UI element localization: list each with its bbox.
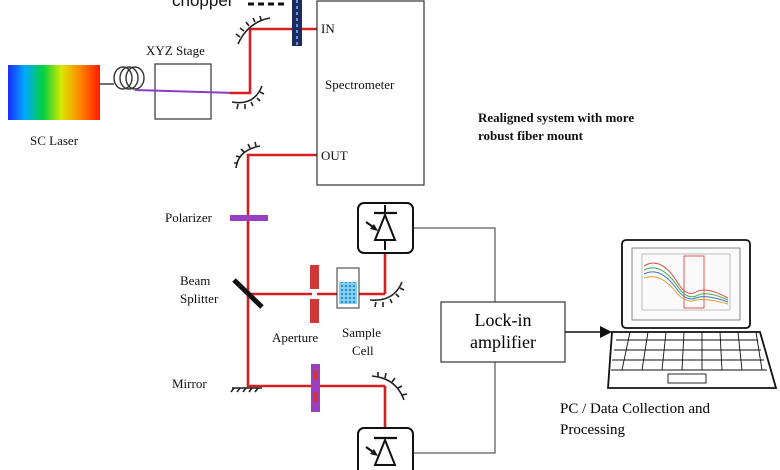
chopper [248, 0, 302, 46]
beam-label: Beam [180, 273, 211, 288]
cell-label: Cell [352, 343, 374, 358]
polarizer-label: Polarizer [165, 210, 212, 225]
screen-plot [641, 253, 731, 311]
chopper-label: chopper [172, 0, 234, 10]
beam-splitter [232, 278, 264, 309]
arrow-to-pc [565, 326, 612, 338]
spectrometer-out-label: OUT [321, 148, 348, 163]
spectrometer-in-label: IN [321, 21, 335, 36]
aperture-label: Aperture [272, 330, 319, 345]
splitter-label: Splitter [180, 291, 219, 306]
sample-cell [336, 267, 360, 309]
sample-label: Sample [342, 325, 381, 340]
pc-label-line-2: Processing [560, 422, 625, 438]
mirror-fiber [231, 85, 265, 110]
spectrometer-label: Spectrometer [325, 77, 395, 92]
spectrometer-box [316, 0, 425, 186]
signal-wires [413, 227, 496, 454]
pc-label-line-1: PC / Data Collection and [560, 401, 710, 417]
laptop [607, 239, 778, 389]
lockin-amplifier-box [440, 301, 566, 363]
polarizer [230, 215, 268, 221]
photodetector-reference [357, 427, 414, 470]
lockin-line-2: amplifier [470, 332, 536, 352]
note-line-1: Realigned system with more [478, 110, 635, 125]
photodetector-sample [357, 202, 414, 254]
lockin-line-1: Lock-in [474, 310, 532, 330]
mirror-label: Mirror [172, 376, 207, 391]
sc-laser-label: SC Laser [30, 133, 79, 148]
mirror-bottom-left [230, 387, 262, 393]
mirror-sample [369, 281, 405, 308]
fiber-line [134, 89, 236, 94]
mirror-top [235, 15, 271, 45]
mirror-reference [371, 372, 408, 401]
aperture [310, 265, 319, 323]
mirror-out [234, 141, 261, 169]
note-line-2: robust fiber mount [478, 128, 583, 143]
fiber-coil [100, 66, 145, 90]
xyz-stage-label: XYZ Stage [146, 43, 205, 58]
sc-laser-source [8, 65, 100, 120]
reference-aperture [311, 364, 320, 412]
